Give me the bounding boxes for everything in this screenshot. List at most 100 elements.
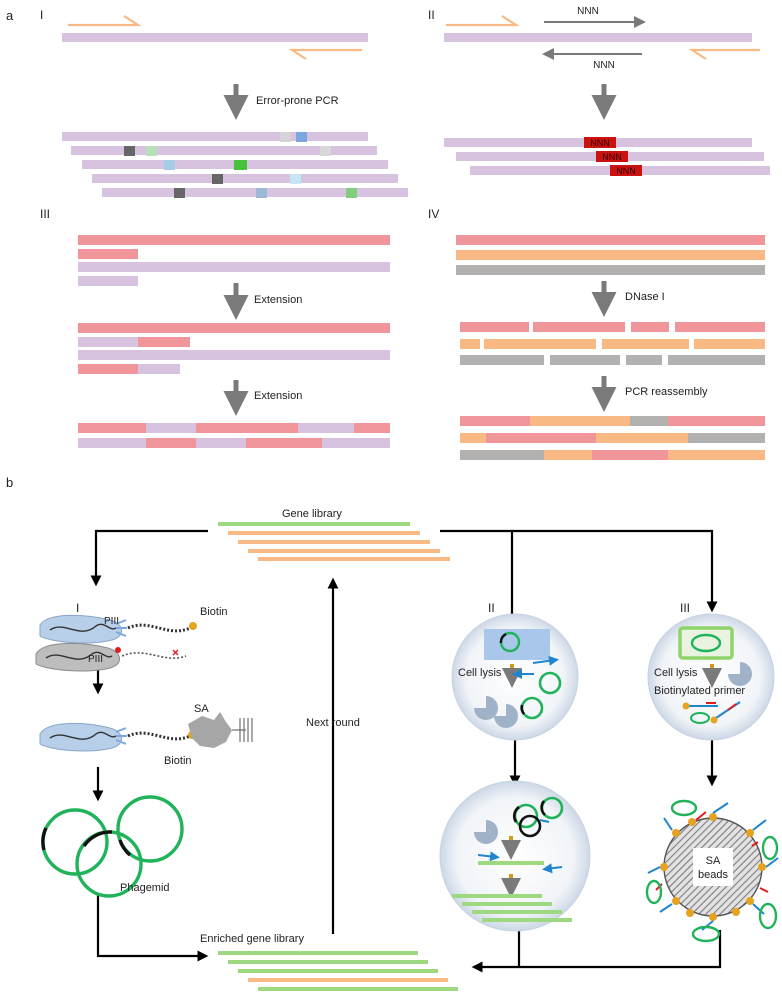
parent-gene-orange	[456, 250, 765, 260]
shuffled-gene	[460, 433, 765, 443]
phage-particle-unbound	[35, 642, 187, 672]
step-extension-2: Extension	[254, 390, 302, 402]
route-numeral-III: III	[680, 601, 690, 615]
cell-lysis-label: Cell lysis	[458, 667, 502, 679]
panel-numeral-I: I	[40, 8, 43, 22]
chimeric-strand	[78, 423, 390, 433]
sa-bead-label: SA	[706, 855, 721, 867]
primer-arrow	[542, 863, 563, 874]
biotin-label-bottom: Biotin	[164, 755, 192, 767]
gene-library	[218, 522, 450, 561]
panel-numeral-III: III	[40, 207, 50, 221]
panel-a-label: a	[6, 8, 14, 23]
route-II: II Cell lysis	[439, 601, 591, 932]
step-error-prone-pcr: Error-prone PCR	[256, 95, 339, 107]
chimeric-segment	[138, 337, 190, 347]
amplicon	[478, 861, 544, 865]
plasmid	[538, 671, 562, 695]
chimeric-segment	[78, 364, 138, 374]
flow-arrow-phagemid-to-library	[96, 895, 209, 962]
route-III: III Cell lysis Biotinylated primer SA be…	[645, 601, 779, 943]
route-numeral-II: II	[488, 601, 495, 615]
enzyme-icon	[494, 704, 518, 728]
nnn-insert-label: NNN	[590, 138, 610, 148]
parent-strand-purple	[78, 350, 390, 360]
phage-sa-complex	[39, 712, 253, 752]
shuffled-gene	[460, 416, 765, 426]
template-strand	[62, 33, 368, 42]
flow-arrow-route-III	[440, 529, 718, 613]
flow-arrows	[90, 529, 722, 973]
primer-arrow	[477, 851, 500, 862]
next-round-label: Next round	[306, 717, 360, 729]
mutation-mark	[164, 160, 175, 170]
chimeric-segment	[138, 364, 180, 374]
panel-a-I: I Error-prone PCR	[40, 8, 408, 198]
forward-primer	[446, 15, 520, 27]
mutant-strand	[102, 188, 408, 197]
sa-label: SA	[194, 703, 209, 715]
panel-numeral-IV: IV	[428, 207, 439, 221]
primer-arrow	[539, 819, 550, 823]
nnn-insert	[610, 165, 642, 176]
mutation-mark	[280, 132, 291, 142]
biotinylated-primer-label: Biotinylated primer	[654, 685, 745, 697]
panel-a-IV: IV DNase I PCR reassembly	[428, 207, 765, 460]
route-numeral-I: I	[76, 601, 79, 615]
piii-label-bottom: PIII	[88, 654, 103, 665]
mutation-mark	[124, 146, 135, 156]
enzyme-icon	[474, 696, 498, 720]
parent-strand-purple	[78, 262, 390, 272]
biotin-label-top: Biotin	[200, 606, 228, 618]
piii-label-top: PIII	[104, 616, 119, 627]
phage-particle	[39, 614, 197, 644]
mutation-mark	[174, 188, 185, 198]
mutant-strand	[92, 174, 398, 183]
primer-extended-purple	[78, 276, 138, 286]
nnn-insert-label: NNN	[616, 166, 636, 176]
bead-bound-primers	[647, 802, 779, 931]
sa-bead-label: beads	[698, 869, 728, 881]
step-pcr-reassembly: PCR reassembly	[625, 386, 708, 398]
mutation-marks	[124, 132, 357, 198]
amplification-bubble	[439, 780, 591, 932]
cell-lysis-label: Cell lysis	[654, 667, 698, 679]
nnn-primer-top-label: NNN	[577, 6, 599, 17]
mutant-strand	[62, 132, 368, 141]
mutation-mark	[234, 160, 247, 170]
parent-gene-pink	[456, 235, 765, 245]
plasmid	[690, 633, 722, 653]
flow-arrow-III-to-library	[471, 930, 722, 973]
enriched-library-label: Enriched gene library	[200, 933, 304, 945]
mutation-mark	[256, 188, 267, 198]
plasmid	[518, 814, 542, 838]
mutation-mark	[296, 132, 307, 142]
enriched-library	[218, 951, 458, 991]
parent-gene-gray	[456, 265, 765, 275]
panel-b-label: b	[6, 475, 13, 490]
primer-extended-pink	[78, 249, 138, 259]
fragments-gray	[460, 355, 765, 365]
gene-library-label: Gene library	[282, 508, 342, 520]
route-I: I PIII Biotin PIII SA Biotin	[35, 601, 253, 898]
bacterial-cell	[678, 626, 734, 660]
enzyme-icon	[474, 820, 498, 844]
mutation-mark	[212, 174, 223, 184]
panel-a-II: II NNN NNN NNN NNN NNN	[428, 6, 770, 176]
chimeric-strand	[78, 438, 390, 448]
forward-primer	[68, 15, 142, 27]
parent-strand-pink	[78, 235, 390, 245]
mutation-mark	[346, 188, 357, 198]
primer-arrow	[532, 655, 559, 666]
sa-bead-label-box	[693, 848, 733, 886]
shuffled-gene	[460, 450, 765, 460]
panel-numeral-II: II	[428, 8, 435, 22]
mutation-mark	[290, 174, 301, 184]
biotinylated-primers	[682, 701, 741, 724]
nnn-insert	[584, 137, 616, 148]
phagemid-circles	[41, 795, 184, 898]
mutation-mark	[146, 146, 157, 156]
fragments-pink	[460, 322, 765, 332]
panel-a-III: III Extension Extension	[40, 207, 390, 448]
